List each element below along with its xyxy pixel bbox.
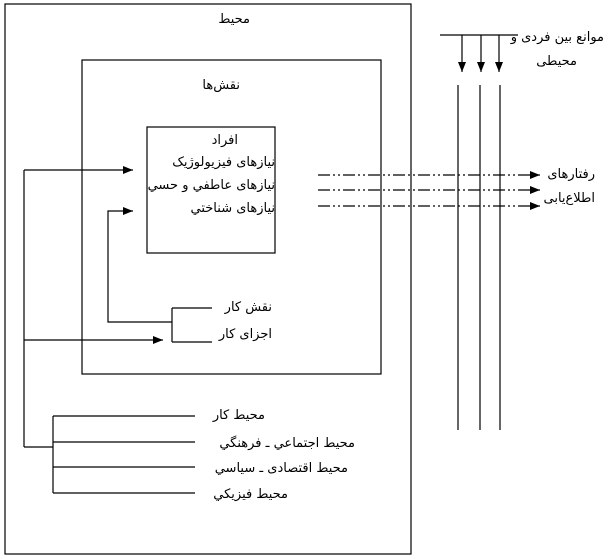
outputs-label-1: رفتارهای <box>547 167 595 182</box>
env-physical: محیط فیزیکي <box>213 487 288 502</box>
need-cognitive: نیازهای شناختي <box>190 201 275 216</box>
individuals-box <box>146 126 276 254</box>
job-components: اجزای کار <box>218 327 272 342</box>
barriers-label-2: محیطی <box>536 54 577 69</box>
need-emotional: نیازهای عاطفي و حسي <box>147 178 275 193</box>
job-role: نقش کار <box>224 300 272 315</box>
env-socio-cultural: محیط اجتماعي ـ فرهنگي <box>219 436 355 451</box>
environment-box <box>4 3 412 555</box>
roles-title: نقش‌ها <box>202 78 240 93</box>
environment-title: محیط <box>218 12 250 27</box>
roles-box <box>81 59 382 375</box>
individuals-title: افراد <box>211 133 238 148</box>
job-feedback-arrow <box>107 207 172 323</box>
env-economic-political: محیط اقتصادی ـ سیاسي <box>214 461 348 476</box>
outputs-label-2: اطلاع‌یابی <box>543 191 595 206</box>
env-work: محیط کار <box>212 408 265 423</box>
barriers-label-1: موانع بین فردی و <box>510 30 604 45</box>
need-physiological: نیازهای فیزیولوژیک <box>172 155 275 170</box>
